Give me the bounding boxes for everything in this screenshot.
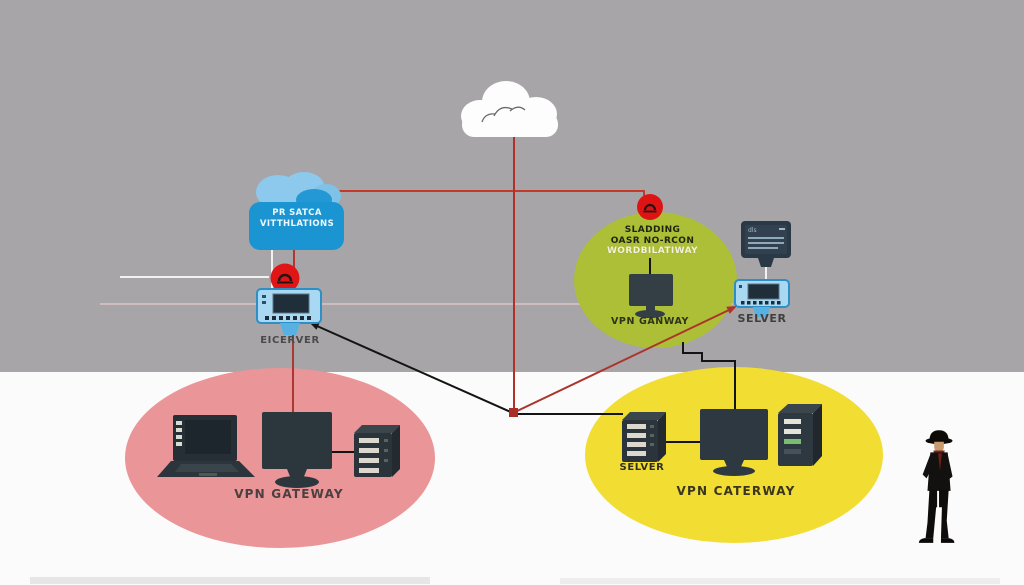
alert-icon bbox=[270, 263, 300, 293]
tower-server-icon bbox=[778, 404, 822, 466]
olive-monitor-label: VPN GANWAY bbox=[610, 316, 690, 327]
background-upper-gray bbox=[0, 0, 1024, 372]
olive-zone-text-line3: WORDBILATIWAY bbox=[606, 246, 699, 256]
vpn-cloud-label: PR SATCA VITTHLATIONS bbox=[250, 208, 344, 230]
olive-monitor-icon bbox=[629, 274, 673, 318]
red-line-hub-to-server bbox=[514, 309, 730, 413]
vpn-cloud-label-line1: PR SATCA bbox=[272, 208, 322, 218]
spy-silhouette bbox=[918, 430, 955, 543]
pink-monitor-icon bbox=[262, 412, 332, 488]
yellow-zone-label: VPN CATERWAY bbox=[676, 484, 796, 498]
vpn-cloud-icon bbox=[249, 172, 344, 250]
red-line-vpncloud-to-alert bbox=[338, 190, 645, 199]
pink-zone-label: VPN GATEWAY bbox=[234, 487, 344, 501]
server-monitor-screen-text: dls bbox=[748, 227, 757, 234]
alert-icon bbox=[637, 194, 663, 220]
laptop-icon bbox=[157, 415, 255, 477]
receiver-label: EICERVER bbox=[260, 335, 320, 346]
server-right-label: SELVER bbox=[737, 312, 787, 325]
server-router-icon bbox=[734, 279, 790, 317]
yellow-nas-server-icon bbox=[622, 412, 666, 462]
internet-cloud-icon bbox=[461, 81, 558, 137]
black-line-hub-to-receiver bbox=[316, 325, 514, 414]
vpn-cloud-label-line2: VITTHLATIONS bbox=[259, 219, 335, 229]
bottom-smudge-left bbox=[30, 577, 430, 584]
hub-node bbox=[509, 408, 518, 417]
bottom-smudge-right bbox=[560, 578, 1000, 584]
pink-nas-server-icon bbox=[354, 425, 400, 477]
black-stepped-line-olive-to-yellow-monitor bbox=[682, 342, 736, 413]
red-arrowhead-server bbox=[726, 306, 737, 314]
olive-zone-text-line2: OASR NO-RCON bbox=[610, 236, 695, 246]
olive-zone-text-line1: SLADDING bbox=[624, 225, 681, 235]
receiver-router-icon bbox=[256, 288, 322, 335]
server-monitor-icon: dls bbox=[741, 221, 791, 267]
yellow-monitor-icon bbox=[700, 409, 768, 476]
yellow-server-label: SELVER bbox=[619, 462, 665, 473]
